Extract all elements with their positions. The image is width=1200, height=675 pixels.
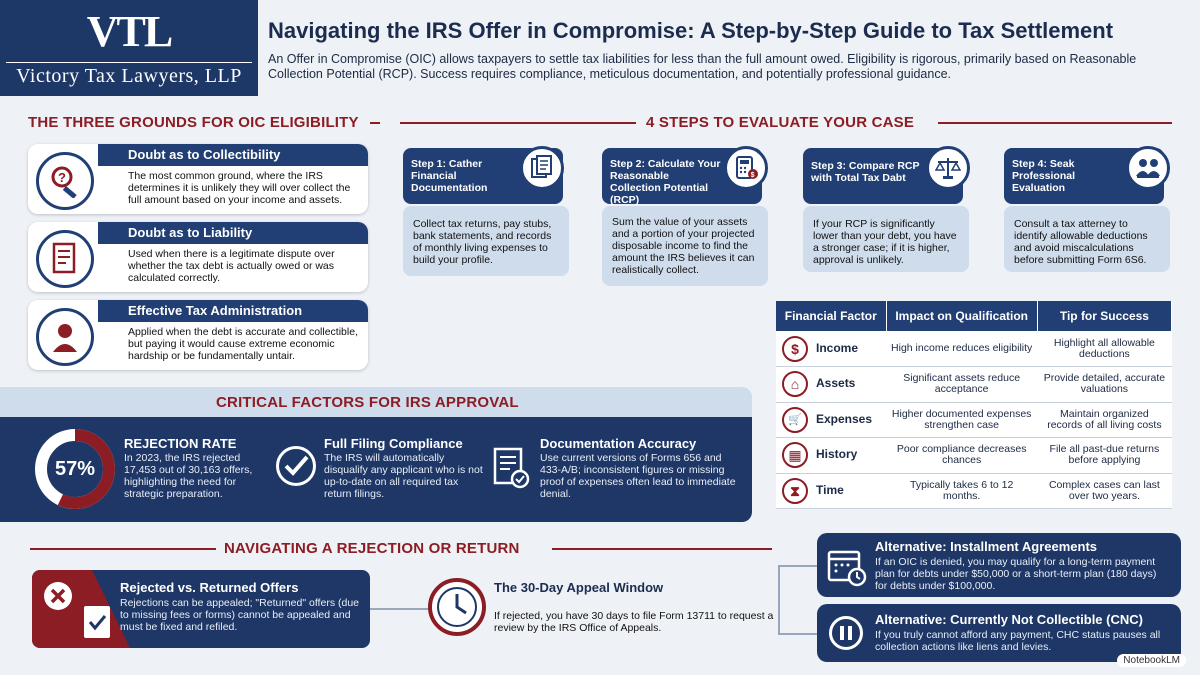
table-row: 🛒 Expenses Higher documented expenses str…: [776, 402, 1172, 438]
factor-label: Time: [816, 482, 844, 497]
tip-cell: File all past-due returns before applyin…: [1037, 437, 1172, 474]
appeal-text: If rejected, you have 30 days to file Fo…: [494, 610, 774, 634]
table-row: ⧗ Time Typically takes 6 to 12 months. Co…: [776, 473, 1172, 509]
critical-title: CRITICAL FACTORS FOR IRS APPROVAL: [216, 394, 519, 411]
cnc-heading: Alternative: Currently Not Collectible (…: [875, 612, 1143, 627]
rejection-title: NAVIGATING A REJECTION OR RETURN: [224, 540, 520, 557]
divider: [30, 548, 216, 550]
table-header: Tip for Success: [1037, 301, 1173, 331]
table-row: ▦ History Poor compliance decreases chanc…: [776, 437, 1172, 474]
svg-text:?: ?: [58, 170, 66, 185]
donut-center: [48, 442, 102, 496]
ground-heading: Doubt as to Collectibility: [98, 144, 368, 166]
scales-icon: [926, 146, 970, 190]
distressed-person-icon: [36, 308, 94, 366]
clock-icon: [428, 578, 486, 636]
ground-text: The most common ground, where the IRS de…: [128, 170, 351, 206]
rejected-vs-returned-card: Rejected vs. Returned Offers Rejections …: [32, 570, 370, 648]
checklist-icon: [492, 446, 530, 495]
factor-label: Assets: [816, 376, 856, 391]
cnc-text: If you truly cannot afford any payment, …: [875, 629, 1161, 653]
ground-heading: Doubt as to Liability: [98, 222, 368, 244]
page-title: Navigating the IRS Offer in Compromise: …: [268, 18, 1114, 43]
filing-text: The IRS will automatically disqualify an…: [324, 452, 483, 500]
house-car-icon: ⌂: [782, 371, 808, 398]
calendar-clock-icon: [827, 547, 867, 592]
step-4-text: Consult a tax atterney to identify allow…: [1004, 206, 1170, 272]
dollar-icon: $: [782, 335, 808, 362]
table-header: Financial Factor: [776, 301, 887, 331]
divider: [552, 548, 772, 550]
cnc-card: Alternative: Currently Not Collectible (…: [817, 604, 1181, 662]
logo-mark: VTL: [86, 7, 173, 56]
divider: [370, 122, 380, 124]
installment-heading: Alternative: Installment Agreements: [875, 539, 1098, 554]
step-2-text: Sum the value of your assets and a porti…: [602, 206, 768, 286]
svg-text:$: $: [751, 172, 755, 179]
connector-line: [778, 565, 818, 567]
table-header: Impact on Qualification: [886, 301, 1038, 331]
connector-line: [370, 608, 430, 610]
documentation-heading: Documentation Accuracy: [540, 436, 697, 451]
step-3-text: If your RCP is significantly lower than …: [803, 206, 969, 272]
logo-name: Victory Tax Lawyers, LLP: [6, 62, 252, 88]
consultation-icon: [1126, 146, 1170, 190]
tip-cell: Maintain organized records of all living…: [1037, 402, 1172, 438]
tip-cell: Highlight all allowable deductions: [1037, 331, 1172, 367]
page-subtitle: An Offer in Compromise (OIC) allows taxp…: [268, 52, 1137, 81]
rejection-rate-donut: [35, 429, 115, 509]
divider: [938, 122, 1172, 124]
rejected-returned-text: Rejections can be appealed; "Returned" o…: [120, 597, 359, 633]
installment-text: If an OIC is denied, you may qualify for…: [875, 556, 1157, 592]
filing-heading: Full Filing Compliance: [324, 436, 463, 451]
calendar-icon: ▦: [782, 442, 808, 469]
rejection-rate-text: In 2023, the IRS rejected 17,453 out of …: [124, 452, 253, 500]
tip-cell: Complex cases can last over two years.: [1037, 473, 1172, 509]
gavel-icon: ?: [36, 152, 94, 210]
impact-cell: Poor compliance decreases chances: [886, 437, 1038, 474]
hourglass-icon: ⧗: [782, 477, 808, 504]
pause-icon: [829, 616, 863, 650]
steps-title: 4 STEPS TO EVALUATE YOUR CASE: [646, 114, 915, 131]
donut-arc: [35, 429, 115, 509]
calculator-icon: $: [724, 146, 768, 190]
table-row: ⌂ Assets Significant assets reduce accept…: [776, 366, 1172, 403]
connector-line: [778, 633, 818, 635]
cart-icon: 🛒: [782, 406, 808, 433]
table-row: $Income High income reduces eligibility …: [776, 331, 1172, 367]
critical-panel: [0, 417, 752, 522]
ground-heading: Effective Tax Administration: [98, 300, 368, 322]
logo: VTL Victory Tax Lawyers, LLP: [0, 0, 258, 96]
installment-agreements-card: Alternative: Installment Agreements If a…: [817, 533, 1181, 597]
impact-cell: High income reduces eligibility: [886, 331, 1038, 367]
factor-label: Expenses: [816, 411, 873, 426]
critical-banner: [0, 387, 752, 417]
factor-label: History: [816, 447, 858, 462]
ground-card-collectibility: Doubt as to Collectibility ? The most co…: [28, 144, 368, 214]
ground-text: Applied when the debt is accurate and co…: [128, 326, 358, 362]
ground-text: Used when there is a legitimate dispute …: [128, 248, 335, 284]
ground-card-liability: Doubt as to Liability Used when there is…: [28, 222, 368, 292]
tip-cell: Provide detailed, accurate valuations: [1037, 366, 1172, 403]
factor-label: Income: [816, 340, 859, 355]
impact-cell: Significant assets reduce acceptance: [886, 366, 1038, 403]
step-1-text: Collect tax returns, pay stubs, bank sta…: [403, 206, 569, 276]
rejected-returned-heading: Rejected vs. Returned Offers: [120, 580, 299, 595]
ground-card-administration: Effective Tax Administration Applied whe…: [28, 300, 368, 370]
documents-icon: [520, 146, 564, 190]
document-icon: [36, 230, 94, 288]
rejection-rate-heading: REJECTION RATE: [124, 436, 237, 451]
grounds-title: THE THREE GROUNDS FOR OIC ELIGIBILITY: [28, 114, 359, 131]
impact-cell: Typically takes 6 to 12 months.: [886, 473, 1038, 509]
checkmark-icon: [276, 446, 316, 486]
connector-line: [778, 565, 780, 635]
documentation-text: Use current versions of Forms 656 and 43…: [540, 452, 736, 500]
rejection-icon-panel: [32, 570, 130, 648]
appeal-heading: The 30-Day Appeal Window: [494, 580, 664, 595]
rejection-rate-value: 57%: [54, 458, 96, 480]
impact-cell: Higher documented expenses strengthen ca…: [886, 402, 1038, 438]
divider: [400, 122, 636, 124]
financial-factors-table: Financial Factor Impact on Qualification…: [776, 301, 1173, 509]
watermark: NotebookLM: [1117, 654, 1186, 667]
